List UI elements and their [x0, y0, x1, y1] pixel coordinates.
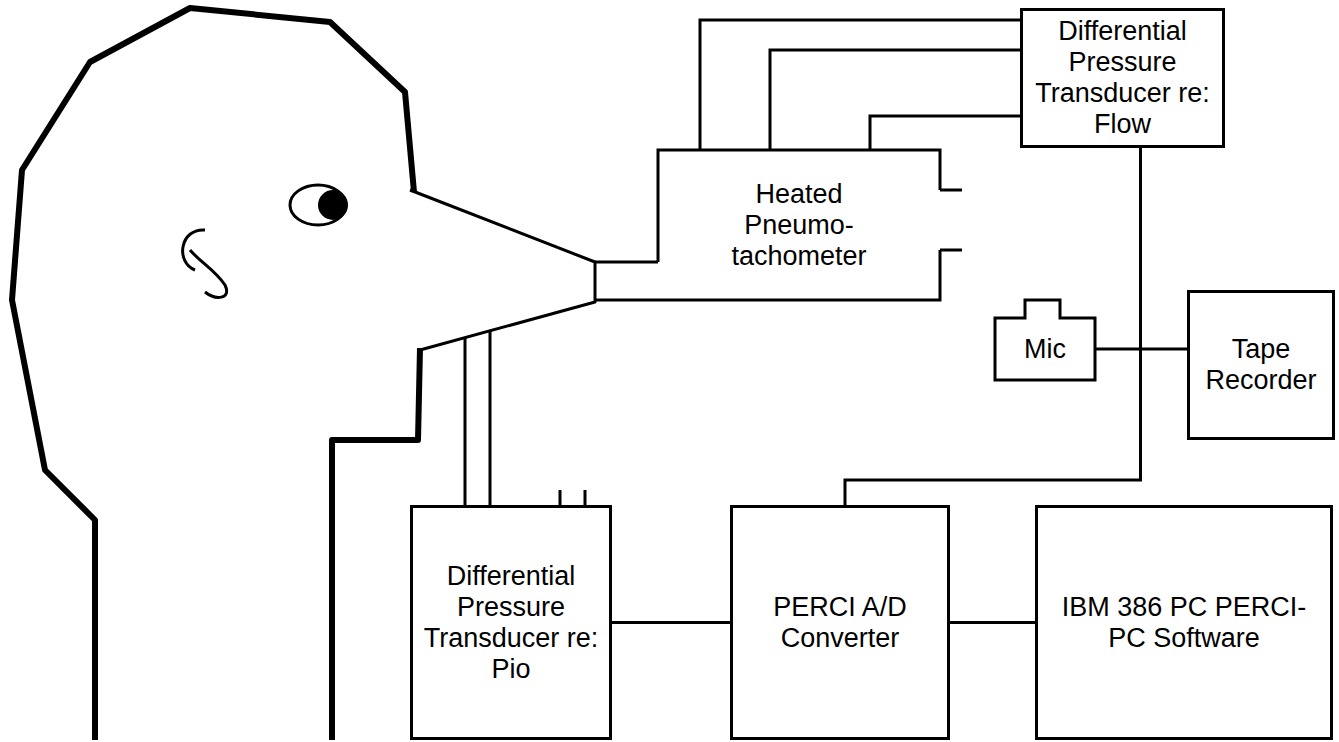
tube-connector	[612, 621, 730, 624]
tube-connector	[950, 621, 1035, 624]
outline	[995, 300, 1095, 380]
outline	[658, 150, 940, 300]
ear	[183, 230, 227, 297]
tube-connector	[845, 148, 1141, 505]
node-label: Differential Pressure Transducer re: Flo…	[1028, 16, 1218, 140]
recorder-box: Tape Recorder	[1187, 290, 1335, 440]
pupil	[318, 190, 348, 220]
converter-box: PERCI A/D Converter	[730, 505, 950, 740]
node-label: PERCI A/D Converter	[740, 592, 940, 654]
pneumotachometer: Heated Pneumo- tachometer	[658, 150, 940, 300]
head-outline	[12, 8, 420, 740]
tube-connector	[700, 20, 1020, 150]
outlet-stub	[940, 190, 962, 250]
node-label: Mic	[1024, 334, 1066, 365]
transducer-box: Differential Pressure Transducer re: Flo…	[1020, 8, 1225, 148]
tube-connector	[870, 116, 1020, 150]
node-label: IBM 386 PC PERCI-PC Software	[1044, 592, 1324, 654]
transducer-box: Differential Pressure Transducer re: Pio	[410, 505, 612, 740]
microphone: Mic	[995, 300, 1095, 380]
reference-port	[560, 490, 585, 505]
node-label: Heated Pneumo- tachometer	[724, 179, 874, 272]
node-label: Tape Recorder	[1191, 334, 1331, 396]
mask	[410, 190, 595, 350]
mask-tube	[595, 262, 658, 300]
computer-box: IBM 386 PC PERCI-PC Software	[1035, 505, 1333, 740]
node-label: Differential Pressure Transducer re: Pio	[416, 561, 606, 685]
pressure-tap-tube	[465, 331, 490, 505]
tube-connector	[770, 50, 1020, 150]
